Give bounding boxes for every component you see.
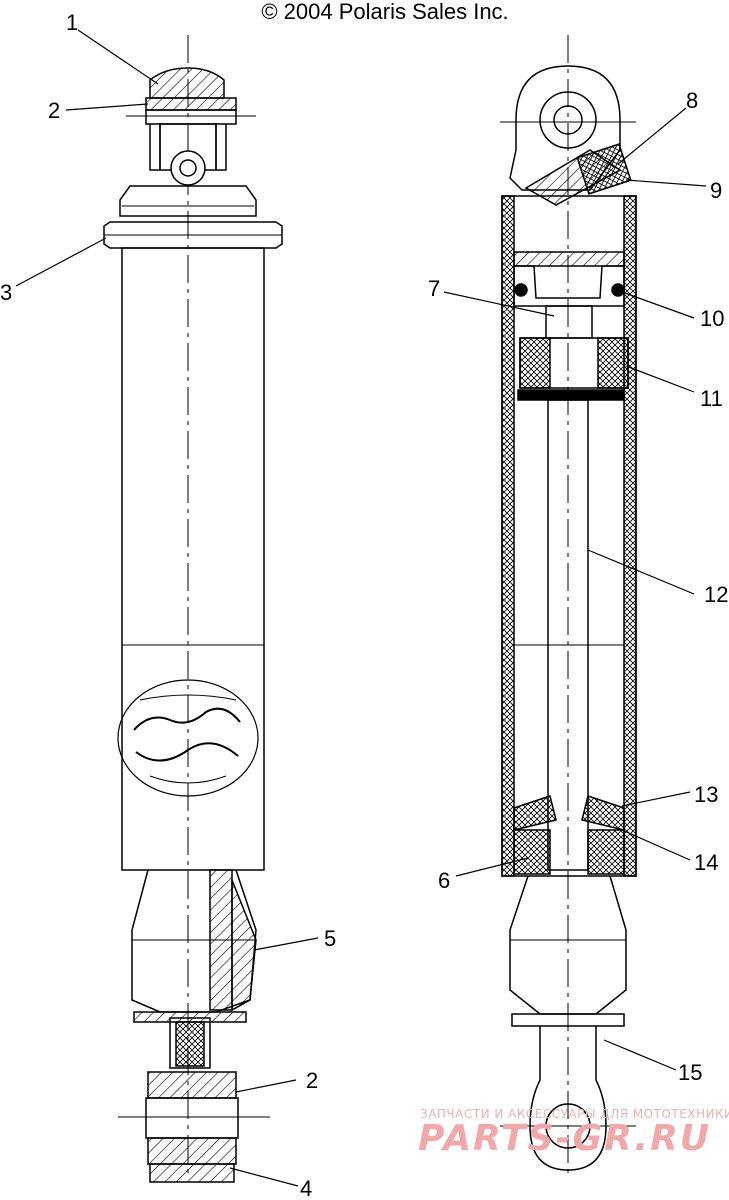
callout-10: 10 <box>700 306 724 331</box>
copyright-text: © 2004 Polaris Sales Inc. <box>261 0 508 24</box>
callout-15: 15 <box>678 1060 702 1085</box>
callout-7: 7 <box>428 276 440 301</box>
callout-1: 1 <box>66 10 78 35</box>
callout-4: 4 <box>300 1176 312 1200</box>
callout-6: 6 <box>438 868 450 893</box>
callout-9: 9 <box>710 178 722 203</box>
watermark: ЗАПЧАСТИ И АКСЕССУАРЫ ДЛЯ МОТОТЕХНИКИ PA… <box>418 1107 729 1159</box>
callout-2-top: 2 <box>48 98 60 123</box>
right-shock-cutaway <box>500 35 637 1175</box>
watermark-line1: ЗАПЧАСТИ И АКСЕССУАРЫ ДЛЯ МОТОТЕХНИКИ <box>420 1107 729 1121</box>
watermark-line2: PARTS-GR.RU <box>418 1118 711 1159</box>
left-shock-exterior <box>103 35 283 1183</box>
callout-5: 5 <box>324 926 336 951</box>
callout-13: 13 <box>694 782 718 807</box>
callout-12: 12 <box>704 582 728 607</box>
callout-2-bottom: 2 <box>306 1068 318 1093</box>
callout-3: 3 <box>0 280 12 305</box>
callout-11: 11 <box>700 386 723 411</box>
leader-lines <box>15 29 707 1187</box>
callout-labels: 1 2 3 2 4 5 6 7 8 9 10 11 12 13 14 15 <box>0 10 728 1200</box>
callout-14: 14 <box>694 850 718 875</box>
callout-8: 8 <box>686 88 698 113</box>
